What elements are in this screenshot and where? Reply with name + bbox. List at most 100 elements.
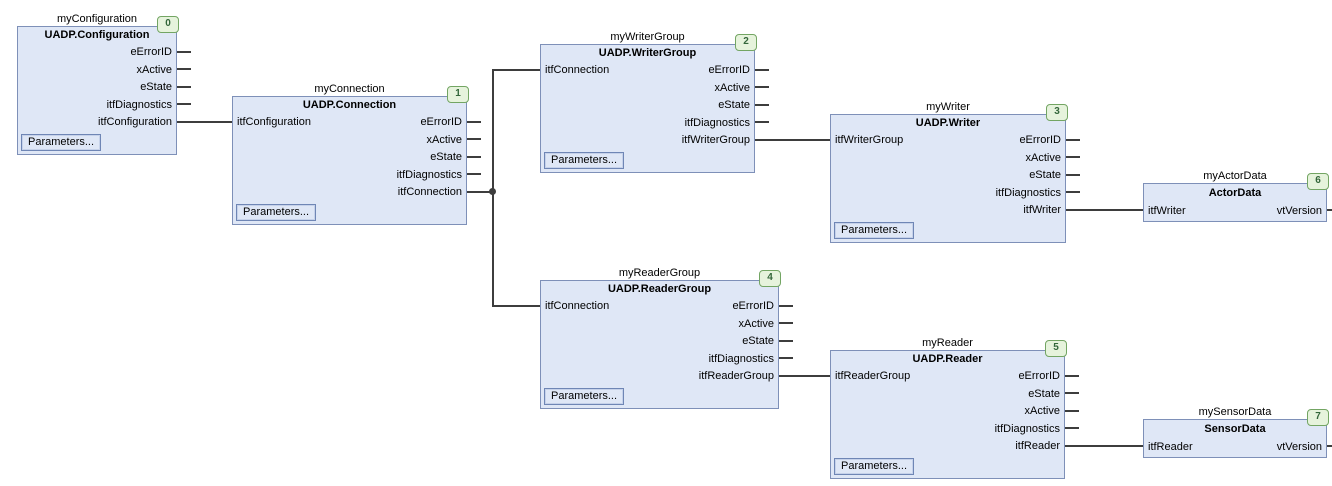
input-pin[interactable]: itfWriter [1148,204,1186,217]
block-type-title: UADP.Configuration [44,29,150,41]
parameters-button[interactable]: Parameters... [544,152,625,169]
execution-order-badge: 3 [1046,104,1068,121]
output-pin[interactable]: xActive [1025,151,1061,164]
pin-row: itfConnection eErrorID [541,298,778,316]
output-pin[interactable]: xActive [738,317,774,330]
pin-row: xActive [233,132,466,150]
output-pin[interactable]: itfDiagnostics [994,422,1060,435]
input-pin[interactable]: itfReaderGroup [835,370,911,382]
output-pin[interactable]: eErrorID [130,46,172,58]
pin-stub [177,51,191,53]
pin-row: itfDiagnostics [831,185,1065,203]
pin-row: eState [541,97,754,115]
pin-stub [177,68,191,70]
instance-name-label[interactable]: myConnection [314,83,385,95]
pin-row: xActive [831,150,1065,168]
input-pin[interactable]: itfConnection [545,300,610,312]
output-pin[interactable]: itfConnection [397,186,462,198]
instance-name-label[interactable]: myReaderGroup [618,267,701,279]
input-pin[interactable]: itfReader [1148,440,1193,453]
output-pin[interactable]: itfDiagnostics [396,168,462,181]
output-pin[interactable]: eState [718,99,750,111]
pin-row: itfDiagnostics [831,421,1064,439]
pin-stub [779,322,793,324]
junction-dot [489,188,496,195]
input-pin[interactable]: itfConfiguration [237,116,311,128]
output-pin[interactable]: itfDiagnostics [106,98,172,111]
block-my-connection[interactable]: myConnection 1 UADP.Connection itfConfig… [232,83,469,225]
input-pin[interactable]: itfWriterGroup [835,134,904,146]
output-pin[interactable]: eErrorID [1019,134,1061,146]
execution-order-badge: 4 [759,270,781,287]
pin-stub [1066,139,1080,141]
output-pin[interactable]: itfReader [1015,440,1060,452]
block-my-configuration[interactable]: myConfiguration 0 UADP.Configuration eEr… [17,13,179,155]
instance-name-label[interactable]: mySensorData [1198,406,1272,418]
output-pin[interactable]: xActive [714,81,750,94]
wire-reader-to-sensor-data[interactable] [1065,445,1143,447]
wire-writer-group-to-writer[interactable] [755,139,830,141]
output-pin[interactable]: itfConfiguration [98,116,172,128]
block-type-title: UADP.WriterGroup [598,47,697,59]
output-pin[interactable]: eErrorID [732,300,774,312]
input-pin[interactable]: itfConnection [545,64,610,76]
parameters-button[interactable]: Parameters... [544,388,625,405]
instance-name-label[interactable]: myConfiguration [56,13,138,25]
block-type-title: UADP.Reader [912,353,983,365]
wire-connection-to-junction[interactable] [467,191,493,193]
instance-name-label[interactable]: myWriterGroup [610,31,685,43]
pin-row: itfWriter vtVersion [1144,203,1326,221]
output-pin[interactable]: eState [742,335,774,347]
output-pin[interactable]: eState [1028,387,1060,400]
pin-row: xActive [18,62,176,80]
wire-reader-group-to-reader[interactable] [779,375,830,377]
output-pin[interactable]: vtVersion [1276,440,1322,453]
parameters-button[interactable]: Parameters... [236,204,317,221]
pin-row: itfDiagnostics [233,167,466,185]
wire-junction-to-reader-group[interactable] [493,305,540,307]
output-pin[interactable]: itfDiagnostics [995,186,1061,199]
block-my-reader-group[interactable]: myReaderGroup 4 UADP.ReaderGroup itfConn… [540,267,781,409]
output-pin[interactable]: eState [430,151,462,163]
output-pin[interactable]: vtVersion [1276,204,1322,217]
pin-row: eState [541,333,778,351]
pin-stub [755,104,769,106]
block-my-writer-group[interactable]: myWriterGroup 2 UADP.WriterGroup itfConn… [540,31,757,173]
pin-stub [779,340,793,342]
output-pin[interactable]: xActive [426,133,462,146]
pin-stub [467,156,481,158]
instance-name-label[interactable]: myWriter [926,101,970,113]
output-pin[interactable]: eErrorID [708,64,750,76]
pin-row: itfConnection [233,184,466,202]
wire-junction-to-writer-group[interactable] [493,69,540,71]
output-pin[interactable]: xActive [136,63,172,76]
instance-name-label[interactable]: myActorData [1203,170,1267,182]
output-pin[interactable]: xActive [1024,405,1060,417]
output-pin[interactable]: eErrorID [1018,370,1060,382]
pin-row: itfWriter [831,202,1065,220]
parameters-button[interactable]: Parameters... [21,134,102,151]
output-pin[interactable]: itfDiagnostics [684,116,750,129]
wire-writer-to-actor-data[interactable] [1066,209,1143,211]
pin-stub [177,86,191,88]
pin-stub [177,103,191,105]
output-pin[interactable]: eState [1029,169,1061,181]
wire-configuration-to-connection[interactable] [177,121,232,123]
output-pin[interactable]: eState [140,81,172,93]
output-pin[interactable]: itfDiagnostics [708,352,774,365]
output-pin[interactable]: itfReaderGroup [698,370,774,382]
parameters-button[interactable]: Parameters... [834,458,915,475]
pin-row: itfReaderGroup eErrorID [831,368,1064,386]
pin-stub [779,357,793,359]
pin-row: xActive [541,80,754,98]
instance-name-label[interactable]: myReader [922,337,973,349]
output-pin[interactable]: eErrorID [420,116,462,128]
parameters-button[interactable]: Parameters... [834,222,915,239]
output-pin[interactable]: itfWriterGroup [681,134,750,146]
output-pin[interactable]: itfWriter [1023,204,1061,216]
